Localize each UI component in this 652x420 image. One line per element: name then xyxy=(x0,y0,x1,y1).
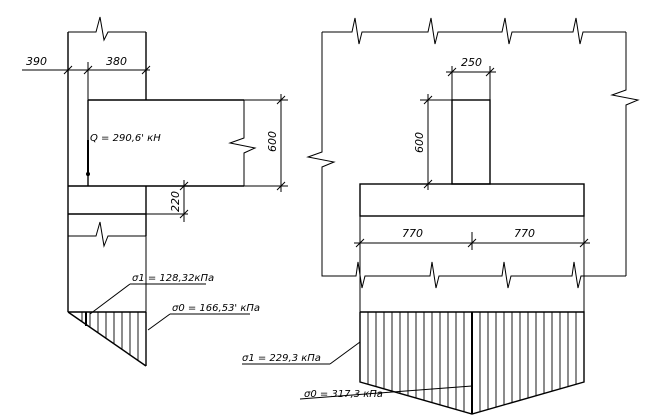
left-wall-section xyxy=(67,16,257,312)
left-pressure-diagram xyxy=(67,236,250,367)
dim-600-left-label: 600 xyxy=(266,131,279,152)
left-labels: 390 380 600 220 Q = 290,6' кН σ1 = 128,3… xyxy=(26,55,279,314)
dim-770-left-label: 770 xyxy=(402,227,423,240)
dim-380-label: 380 xyxy=(106,55,127,68)
load-q-label: Q = 290,6' кН xyxy=(90,133,161,144)
right-sigma1-label: σ1 = 229,3 кПа xyxy=(242,353,321,364)
right-section-outline xyxy=(306,17,640,289)
left-sigma1-label: σ1 = 128,32кПа xyxy=(132,273,214,284)
dim-220-label: 220 xyxy=(169,191,182,212)
dim-770-right-label: 770 xyxy=(514,227,535,240)
left-dimensions xyxy=(22,62,288,222)
dim-600-right-label: 600 xyxy=(413,132,426,153)
dim-250-label: 250 xyxy=(461,56,482,69)
right-sigma0-label: σ0 = 317,3 кПа xyxy=(304,389,383,400)
right-pressure-diagram xyxy=(242,250,585,415)
dim-390-label: 390 xyxy=(26,55,47,68)
right-column-and-footing xyxy=(359,99,585,217)
right-labels: 250 600 770 770 σ1 = 229,3 кПа σ0 = 317,… xyxy=(242,56,535,400)
right-dimensions xyxy=(354,66,590,250)
left-sigma0-label: σ0 = 166,53' кПа xyxy=(172,303,260,314)
